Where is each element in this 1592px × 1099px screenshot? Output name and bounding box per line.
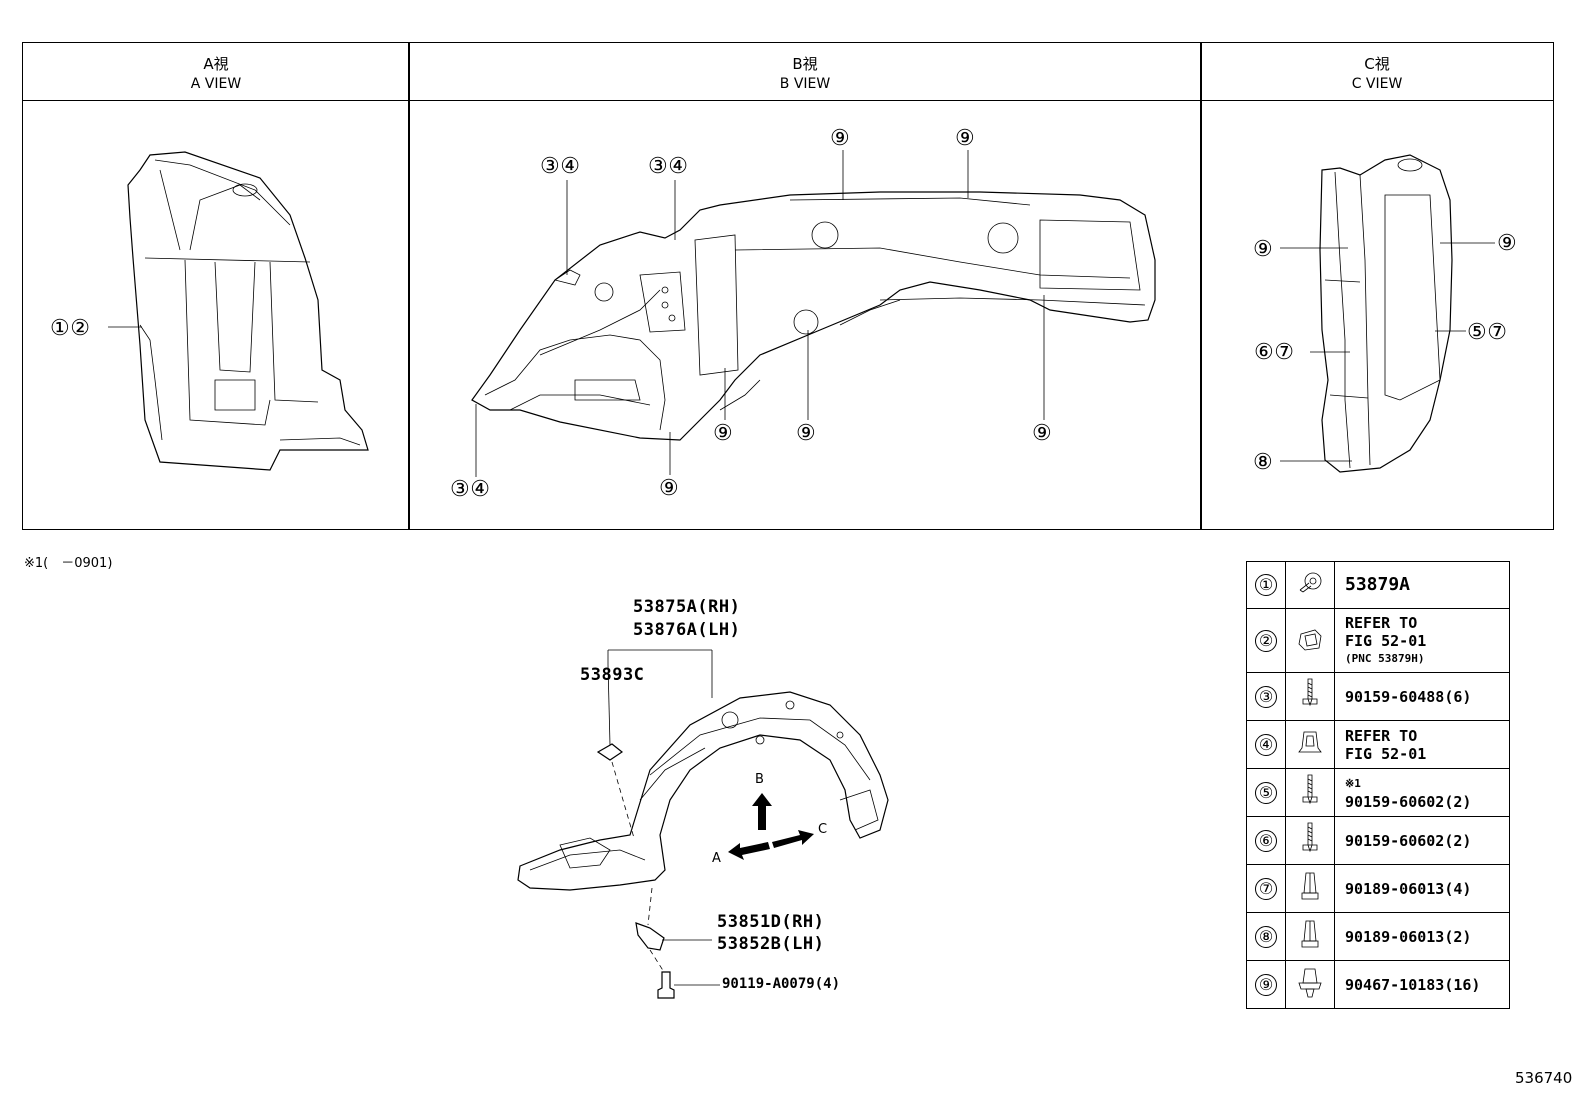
- part-label-bracket-rh: 53851D(RH): [717, 912, 825, 932]
- callout-c-8: ⑧: [1253, 450, 1274, 475]
- callout-b-9-lower-b: ⑨: [796, 421, 817, 446]
- callout-b-3-4-center: ③④: [648, 154, 689, 179]
- callout-c-9-right: ⑨: [1497, 231, 1518, 256]
- direction-b-label: B: [755, 772, 764, 787]
- view-c-panel: C視 C VIEW: [1200, 42, 1554, 530]
- part-label-liner-rh: 53875A(RH): [633, 597, 741, 617]
- view-a-title-jp: A視: [203, 55, 229, 73]
- view-c-header: C視 C VIEW: [1201, 43, 1553, 101]
- legend-row: ③ 90159-60488(6): [1246, 672, 1510, 721]
- part-label-bolt: 90119-A0079(4): [722, 976, 841, 992]
- callout-b-9-lower-c: ⑨: [1032, 421, 1053, 446]
- callout-b-9-bottom: ⑨: [659, 476, 680, 501]
- legend-row: ⑤ ※1 90159-60602(2): [1246, 768, 1510, 817]
- legend-row: ⑨ 90467-10183(16): [1246, 960, 1510, 1009]
- legend-number: ⑥: [1255, 829, 1277, 852]
- legend-number: ⑦: [1255, 877, 1277, 900]
- legend-text-line: 90467-10183(16): [1345, 975, 1481, 994]
- callout-b-9-top-right: ⑨: [955, 126, 976, 151]
- retainer-icon: [1298, 629, 1322, 650]
- legend-number: ⑨: [1255, 973, 1277, 996]
- legend-number: ④: [1255, 733, 1277, 756]
- view-b-title-en: B VIEW: [779, 76, 831, 92]
- callout-b-3-4-bottom: ③④: [450, 477, 491, 502]
- part-label-bracket-lh: 53852B(LH): [717, 934, 825, 954]
- callout-a-1-2: ①②: [50, 316, 91, 341]
- legend-row: ② REFER TO FIG 52-01 (PNC 53879H): [1246, 608, 1510, 673]
- legend-text-line: REFER TO: [1345, 613, 1418, 632]
- view-b-panel: B視 B VIEW: [408, 42, 1202, 530]
- view-c-title-en: C VIEW: [1351, 76, 1403, 92]
- callout-c-6-7: ⑥⑦: [1254, 340, 1295, 365]
- legend-row: ⑧ 90189-06013(2): [1246, 912, 1510, 961]
- push-clip-icon: [1298, 968, 1322, 997]
- legend-number: ③: [1255, 685, 1277, 708]
- legend-number: ①: [1255, 574, 1277, 596]
- part-label-liner-lh: 53876A(LH): [633, 620, 741, 640]
- legend-row: ⑦ 90189-06013(4): [1246, 864, 1510, 913]
- callout-b-3-4-left: ③④: [540, 154, 581, 179]
- legend-text-line: ※1: [1345, 776, 1361, 790]
- legend-number: ②: [1255, 629, 1277, 652]
- view-b-title-jp: B視: [792, 55, 818, 73]
- screw-icon: [1302, 678, 1318, 706]
- nut-icon: [1301, 872, 1319, 899]
- applicability-note: ※1( －0901): [24, 556, 113, 571]
- legend-row: ⑥ 90159-60602(2): [1246, 816, 1510, 865]
- callout-c-9-left: ⑨: [1253, 237, 1274, 262]
- screw-icon: [1302, 774, 1318, 804]
- fastener-legend: ① 53879A ② REFER TO FIG 52-01 (PNC 53879…: [1246, 561, 1510, 1009]
- legend-text-line: 90159-60488(6): [1345, 687, 1472, 706]
- callout-c-5-7: ⑤⑦: [1467, 320, 1508, 345]
- view-a-header: A視 A VIEW: [23, 43, 409, 101]
- view-a-panel: A視 A VIEW: [22, 42, 410, 530]
- legend-text-line: FIG 52-01: [1345, 631, 1427, 650]
- legend-row: ① 53879A: [1246, 561, 1510, 609]
- nut-icon: [1301, 920, 1319, 947]
- legend-text-line: 90159-60602(2): [1345, 831, 1472, 850]
- legend-text-line: (PNC 53879H): [1345, 651, 1425, 665]
- legend-text-line: 90159-60602(2): [1345, 792, 1472, 811]
- legend-number: ⑧: [1255, 925, 1277, 948]
- callout-b-9-lower-a: ⑨: [713, 421, 734, 446]
- nut-clip-icon: [1298, 731, 1322, 752]
- view-a-title-en: A VIEW: [190, 76, 242, 92]
- direction-a-label: A: [712, 851, 721, 866]
- legend-number: ⑤: [1255, 781, 1277, 804]
- view-c-title-jp: C視: [1364, 55, 1390, 73]
- legend-text-line: 90189-06013(4): [1345, 879, 1472, 898]
- part-label-seal: 53893C: [580, 665, 645, 685]
- clip-icon: [1299, 572, 1322, 593]
- legend-text-line: FIG 52-01: [1345, 744, 1427, 763]
- legend-row: ④ REFER TO FIG 52-01: [1246, 720, 1510, 769]
- view-b-header: B視 B VIEW: [409, 43, 1201, 101]
- legend-text-line: REFER TO: [1345, 726, 1418, 745]
- callout-b-9-top-left: ⑨: [830, 126, 851, 151]
- screw-icon: [1302, 822, 1318, 852]
- figure-id: 536740: [1515, 1069, 1573, 1087]
- legend-text-line: 53879A: [1345, 574, 1411, 595]
- direction-c-label: C: [818, 822, 828, 837]
- legend-text-line: 90189-06013(2): [1345, 927, 1472, 946]
